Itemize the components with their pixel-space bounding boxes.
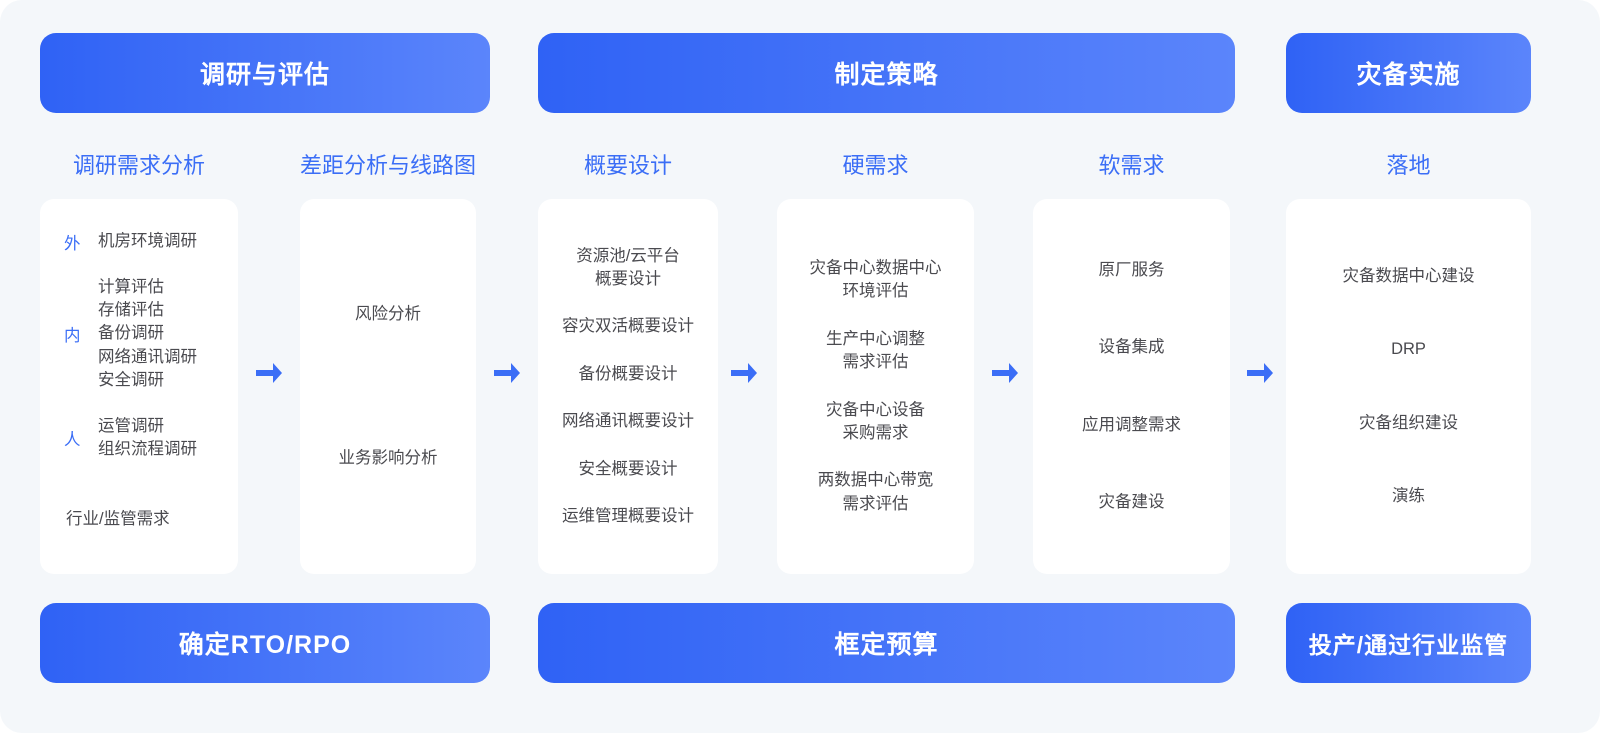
- list-item: 安全概要设计: [578, 459, 678, 478]
- list-item: 灾备组织建设: [1359, 413, 1458, 432]
- group-tag: 内: [64, 327, 81, 346]
- column-header-row: 调研需求分析 差距分析与线路图 概要设计 硬需求 软需求 落地: [0, 148, 1600, 188]
- list-item: 两数据中心带宽 需求评估: [817, 471, 934, 513]
- list-item: 存储评估: [98, 300, 164, 319]
- regulatory-footnote: 行业/监管需求: [66, 510, 170, 529]
- group-external: 外 机房环境调研: [64, 230, 214, 254]
- column-header-hard-requirements: 硬需求: [842, 153, 909, 178]
- outcome-banner-rto-rpo[interactable]: 确定RTO/RPO: [40, 603, 490, 683]
- outcome-banner-production-compliance[interactable]: 投产/通过行业监管: [1286, 603, 1531, 683]
- outcome-banner-budget[interactable]: 框定预算: [538, 603, 1235, 683]
- phase-banner-implementation[interactable]: 灾备实施: [1286, 33, 1531, 113]
- item-stack: 灾备数据中心建设 DRP 灾备组织建设 演练: [1296, 213, 1521, 560]
- arrow-right-icon-5: [1243, 353, 1277, 387]
- card-hard-requirements[interactable]: 灾备中心数据中心 环境评估 生产中心调整 需求评估 灾备中心设备 采购需求 两数…: [777, 199, 974, 574]
- list-item: 灾备中心数据中心 环境评估: [809, 258, 942, 301]
- list-item: 组织流程调研: [98, 440, 197, 459]
- arrow-right-icon-2: [490, 353, 524, 387]
- list-item: 演练: [1392, 486, 1425, 505]
- list-item: 备份调研: [98, 324, 164, 343]
- group-items: 计算评估 存储评估 备份调研 网络通讯调研 安全调研: [98, 276, 197, 393]
- phase-banner-research[interactable]: 调研与评估: [40, 33, 490, 113]
- phase-banner-row: 调研与评估 制定策略 灾备实施: [0, 33, 1600, 113]
- item-stack: 风险分析 业务影响分析: [310, 213, 466, 560]
- item-stack: 原厂服务 设备集成 应用调整需求 灾备建设: [1043, 213, 1220, 560]
- arrow-right-icon-1: [252, 353, 286, 387]
- list-item: 网络通讯调研: [98, 347, 197, 366]
- list-item: 运管调研: [98, 416, 164, 435]
- list-item: 运维管理概要设计: [562, 507, 694, 526]
- item-stack: 资源池/云平台 概要设计 容灾双活概要设计 备份概要设计 网络通讯概要设计 安全…: [548, 213, 708, 560]
- list-item: 设备集成: [1098, 338, 1165, 357]
- card-gap-analysis[interactable]: 风险分析 业务影响分析: [300, 199, 476, 574]
- phase-banner-strategy[interactable]: 制定策略: [538, 33, 1235, 113]
- list-item: 原厂服务: [1098, 260, 1165, 279]
- card-outline-design[interactable]: 资源池/云平台 概要设计 容灾双活概要设计 备份概要设计 网络通讯概要设计 安全…: [538, 199, 718, 574]
- outcome-banner-label: 确定RTO/RPO: [178, 631, 352, 659]
- list-item: 资源池/云平台 概要设计: [576, 246, 680, 288]
- list-item: 网络通讯概要设计: [562, 412, 694, 431]
- list-item: 灾备数据中心建设: [1342, 266, 1475, 285]
- card-research-demand[interactable]: 外 机房环境调研 内 计算评估 存储评估 备份调研 网络通讯调研 安全调研: [40, 199, 238, 574]
- column-header-gap-analysis: 差距分析与线路图: [299, 153, 476, 178]
- column-header-landing: 落地: [1386, 153, 1431, 178]
- list-item: 机房环境调研: [98, 231, 197, 250]
- list-item: 灾备中心设备 采购需求: [826, 400, 925, 442]
- outcome-banner-row: 确定RTO/RPO 框定预算 投产/通过行业监管: [0, 603, 1600, 683]
- item-stack: 灾备中心数据中心 环境评估 生产中心调整 需求评估 灾备中心设备 采购需求 两数…: [787, 213, 964, 560]
- list-item: 计算评估: [98, 277, 164, 296]
- outcome-banner-label: 框定预算: [834, 631, 939, 659]
- list-item: 灾备建设: [1098, 492, 1165, 511]
- list-item: DRP: [1391, 340, 1426, 359]
- column-header-outline-design: 概要设计: [583, 153, 672, 178]
- phase-banner-label: 调研与评估: [199, 61, 330, 89]
- grouped-list: 外 机房环境调研 内 计算评估 存储评估 备份调研 网络通讯调研 安全调研: [50, 199, 228, 560]
- list-item: 备份概要设计: [578, 364, 678, 383]
- list-item: 生产中心调整 需求评估: [826, 329, 925, 372]
- list-item: 容灾双活概要设计: [562, 317, 694, 336]
- group-items: 机房环境调研: [98, 230, 197, 253]
- card-soft-requirements[interactable]: 原厂服务 设备集成 应用调整需求 灾备建设: [1033, 199, 1230, 574]
- list-item: 风险分析: [355, 305, 421, 324]
- phase-banner-label: 灾备实施: [1356, 61, 1461, 89]
- group-tag: 人: [64, 431, 81, 450]
- outcome-banner-label: 投产/通过行业监管: [1308, 632, 1509, 658]
- group-internal: 内 计算评估 存储评估 备份调研 网络通讯调研 安全调研: [64, 276, 214, 393]
- group-items: 运管调研 组织流程调研: [98, 415, 197, 462]
- card-landing[interactable]: 灾备数据中心建设 DRP 灾备组织建设 演练: [1286, 199, 1531, 574]
- group-tag: 外: [64, 234, 81, 253]
- arrow-right-icon-3: [727, 353, 761, 387]
- column-header-research-demand: 调研需求分析: [72, 153, 205, 178]
- list-item: 安全调研: [98, 371, 164, 390]
- phase-banner-label: 制定策略: [834, 61, 939, 89]
- card-row: 外 机房环境调研 内 计算评估 存储评估 备份调研 网络通讯调研 安全调研: [0, 199, 1600, 574]
- list-item: 应用调整需求: [1082, 415, 1181, 434]
- group-people: 人 运管调研 组织流程调研: [64, 415, 214, 462]
- column-header-soft-requirements: 软需求: [1098, 153, 1165, 178]
- arrow-right-icon-4: [988, 353, 1022, 387]
- list-item: 业务影响分析: [338, 448, 438, 467]
